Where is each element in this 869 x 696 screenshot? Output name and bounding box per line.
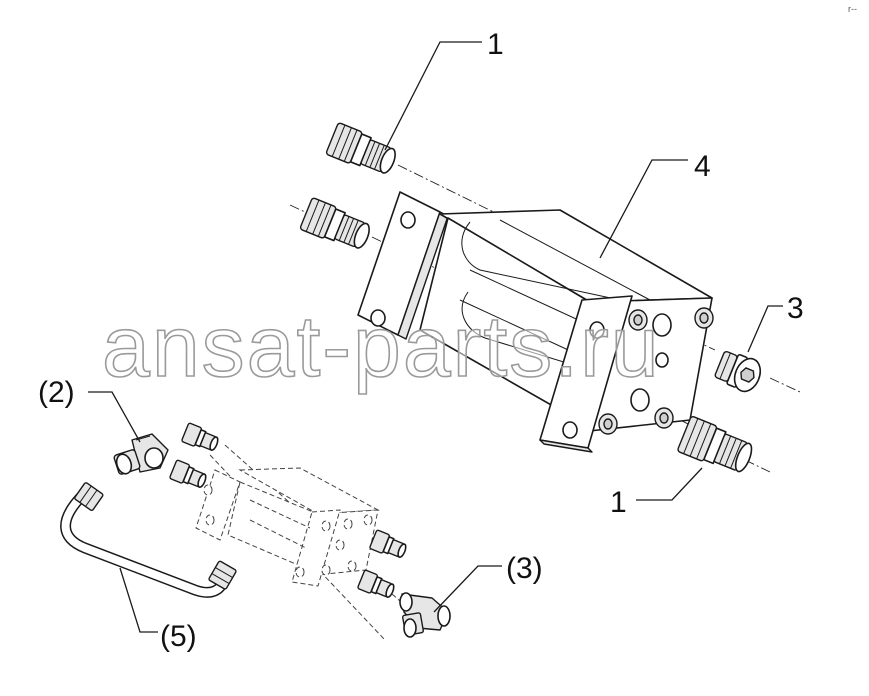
elbow-fitting [113, 433, 169, 475]
hex-socket-icon [740, 367, 755, 383]
fitting-upper-1 [325, 122, 396, 174]
bolt [628, 309, 648, 331]
bolt [598, 413, 618, 435]
small-fitting [357, 569, 395, 599]
fitting-lower-1 [677, 416, 753, 473]
small-fitting [181, 422, 219, 452]
flange-hole [562, 421, 578, 439]
watermark: ansat-parts.ru [102, 299, 661, 395]
port-opening [655, 352, 669, 368]
leader-line [599, 159, 688, 259]
small-fitting [169, 459, 207, 489]
leader-line [636, 467, 703, 501]
leader-line [433, 565, 502, 613]
flange-hole [589, 321, 605, 339]
leader-line [384, 41, 482, 151]
tube-nut [74, 482, 104, 511]
port-opening [652, 313, 672, 337]
bolt [694, 307, 714, 329]
callout-4: 4 [694, 150, 711, 183]
callout-5-paren: (5) [160, 620, 197, 653]
centerline [769, 377, 801, 393]
corner-mark: r-- [848, 4, 857, 14]
leader-line [88, 391, 141, 443]
front-flange-bottom [539, 439, 593, 453]
reference-assembly-ghost [195, 444, 411, 641]
small-fitting [369, 529, 407, 559]
leader-line [747, 305, 783, 353]
hex-socket-plug [714, 350, 762, 393]
tee-fitting [399, 592, 451, 638]
bore-edge [499, 219, 651, 301]
port-opening [630, 388, 650, 412]
centerline [659, 324, 716, 351]
callout-1-top: 1 [487, 28, 504, 61]
leader-line [119, 567, 158, 633]
tube-nut [208, 560, 237, 590]
bore-contour [461, 221, 621, 301]
valve-block-assembly [289, 164, 801, 473]
fitting-upper-2 [299, 197, 370, 249]
flange-hole [400, 211, 416, 229]
flange-hole [370, 309, 386, 327]
callout-3: 3 [787, 292, 804, 325]
centerline [744, 459, 771, 473]
centerline [289, 204, 306, 213]
bent-tube [60, 482, 237, 598]
bore-contour-lower [461, 291, 591, 371]
callout-1-bottom: 1 [610, 486, 627, 519]
callout-2-paren: (2) [38, 376, 75, 409]
callout-3-paren: (3) [506, 552, 543, 585]
bolt [654, 407, 674, 429]
